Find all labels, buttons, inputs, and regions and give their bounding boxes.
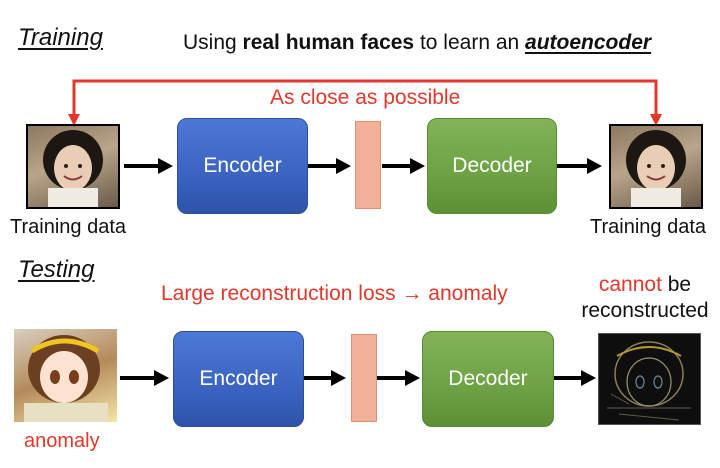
close-label: As close as possible (270, 86, 461, 109)
reconstruction-output-image (598, 333, 701, 425)
training-encoder-box: Encoder (177, 118, 308, 214)
face-image (43, 130, 103, 207)
testing-code-layer (351, 334, 377, 422)
testing-output-label: cannot be reconstructed (572, 272, 718, 324)
face-image (626, 130, 686, 207)
training-subtitle: Using real human faces to learn an autoe… (183, 31, 651, 55)
encoder-label: Encoder (199, 367, 278, 390)
training-code-layer (355, 121, 381, 209)
feedback-arrow (68, 79, 662, 126)
anomaly-label: anomaly (24, 430, 100, 452)
decoder-label: Decoder (452, 154, 532, 177)
output-line2: reconstructed (581, 299, 709, 322)
subtitle-italic: autoencoder (525, 31, 652, 54)
training-arrows (124, 158, 602, 174)
subtitle-mid: to learn an (414, 31, 526, 54)
training-output-label: Training data (590, 216, 706, 238)
training-output-photo (609, 124, 703, 209)
output-line1: cannot be (572, 272, 718, 298)
subtitle-bold: real human faces (242, 31, 415, 54)
testing-title: Testing (18, 256, 95, 283)
testing-decoder-box: Decoder (422, 331, 554, 427)
training-input-photo (26, 124, 120, 209)
testing-arrows (120, 370, 596, 386)
training-title: Training (18, 24, 103, 51)
anime-face-image (24, 335, 108, 422)
noisy-reconstruction-image (607, 341, 691, 421)
training-decoder-box: Decoder (427, 118, 557, 214)
loss-label: Large reconstruction loss → anomaly (161, 282, 508, 305)
training-input-label: Training data (10, 216, 126, 238)
subtitle-pre: Using (183, 31, 243, 54)
testing-encoder-box: Encoder (173, 331, 304, 427)
decoder-label: Decoder (448, 367, 528, 390)
be-text: be (661, 273, 692, 296)
anomaly-input-image (14, 329, 117, 422)
encoder-label: Encoder (203, 154, 282, 177)
cannot-text: cannot (598, 273, 662, 296)
